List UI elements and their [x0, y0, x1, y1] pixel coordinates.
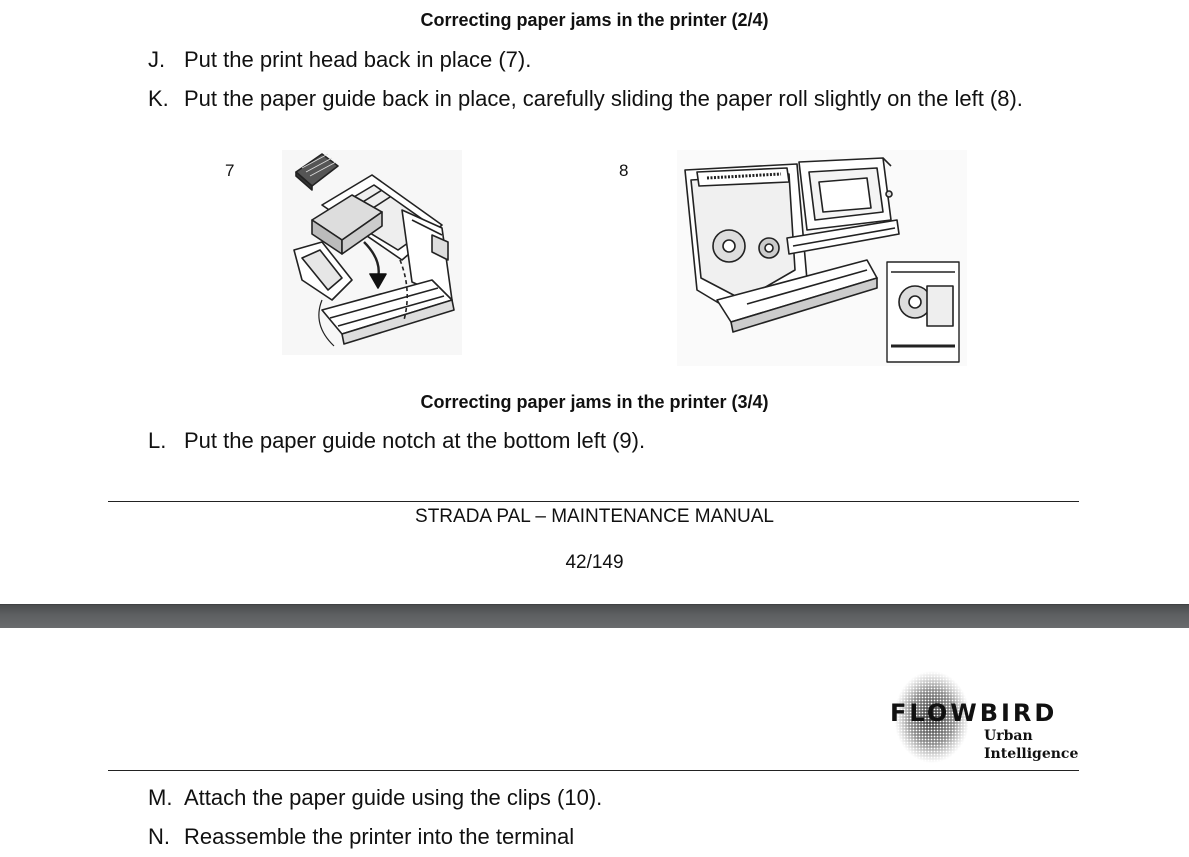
step-k: K. Put the paper guide back in place, ca… [148, 84, 1078, 113]
step-letter: N. [148, 824, 170, 849]
logo-tagline-urban: Urban [984, 728, 1033, 744]
section-title: Correcting paper jams in the printer (2/… [420, 10, 769, 30]
step-text: Put the paper guide back in place, caref… [184, 86, 1023, 111]
step-letter: J. [148, 47, 166, 72]
footer-divider [108, 501, 1079, 502]
figure-number: 7 [225, 161, 235, 180]
page-gap [0, 604, 1189, 629]
paper-guide-reinstall-illustration [677, 150, 967, 366]
step-l: L. Put the paper guide notch at the bott… [148, 426, 1078, 455]
footer-page-number: 42/149 [565, 552, 624, 573]
step-letter: M. [148, 785, 173, 810]
document-page-43: FLOWBIRD Urban Intelligence M. Attach th… [0, 628, 1189, 857]
print-head-reinstall-illustration [282, 150, 462, 355]
section-title: Correcting paper jams in the printer (3/… [420, 392, 769, 412]
step-n: N. Reassemble the printer into the termi… [148, 822, 1078, 851]
step-j: J. Put the print head back in place (7). [148, 45, 1078, 74]
step-text: Put the paper guide notch at the bottom … [184, 428, 646, 453]
header-divider [108, 770, 1079, 771]
step-letter: K. [148, 86, 169, 111]
footer-manual-title: STRADA PAL – MAINTENANCE MANUAL [415, 506, 774, 527]
logo-tagline-intelligence: Intelligence [984, 746, 1079, 762]
document-page-42: Correcting paper jams in the printer (2/… [108, 10, 1079, 573]
dotted-halftone-icon [894, 671, 968, 763]
step-text: Attach the paper guide using the clips (… [184, 785, 603, 810]
step-letter: L. [148, 428, 167, 453]
step-text: Reassemble the printer into the terminal [184, 824, 575, 849]
step-m: M. Attach the paper guide using the clip… [148, 783, 1078, 812]
logo-brand: FLOWBIRD [890, 699, 1058, 727]
figure-number: 8 [619, 161, 629, 180]
flowbird-logo: FLOWBIRD Urban Intelligence [888, 669, 1078, 769]
step-text: Put the print head back in place (7). [184, 47, 532, 72]
